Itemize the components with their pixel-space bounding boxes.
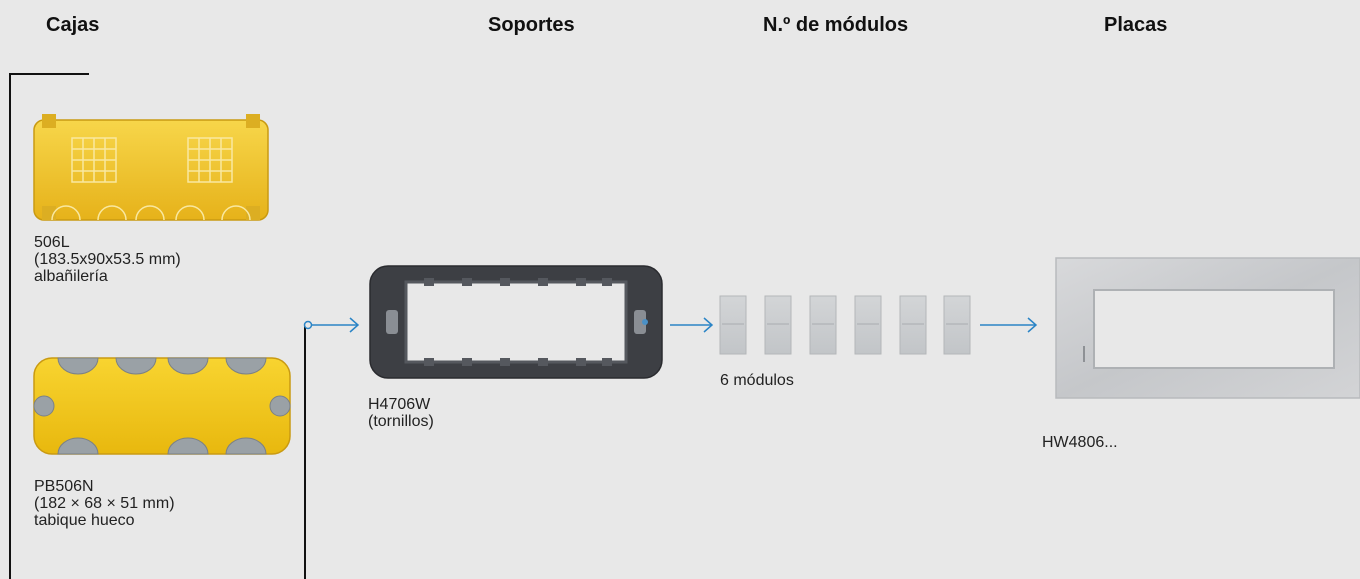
bracket-left-line xyxy=(9,73,11,579)
column-header-modulos: N.º de módulos xyxy=(763,14,909,36)
drywall-box-image xyxy=(33,357,291,455)
box-506l-use: albañilería xyxy=(34,268,108,285)
arrow-boxes-to-support-icon xyxy=(303,317,360,333)
column-header-placas: Placas xyxy=(1104,14,1168,36)
module-tiles xyxy=(719,295,971,355)
module-tile xyxy=(943,295,971,355)
module-tile xyxy=(809,295,837,355)
box-506l-dims: (183.5x90x53.5 mm) xyxy=(34,251,181,268)
support-caption: H4706W (tornillos) xyxy=(368,396,434,430)
box-pb506n-use: tabique hueco xyxy=(34,512,135,529)
bracket-top-line xyxy=(9,73,89,75)
module-tile xyxy=(719,295,747,355)
box-pb506n-code: PB506N xyxy=(34,478,94,495)
arrow-modules-to-plate-icon xyxy=(980,317,1038,333)
bracket-right-line xyxy=(304,325,306,579)
box-506l-caption: 506L (183.5x90x53.5 mm) albañilería xyxy=(34,234,181,285)
module-tile xyxy=(899,295,927,355)
box-pb506n-dims: (182 × 68 × 51 mm) xyxy=(34,495,175,512)
support-frame-image xyxy=(369,265,663,379)
modules-caption: 6 módulos xyxy=(720,372,794,389)
plate-caption: HW4806... xyxy=(1042,434,1118,451)
module-tile xyxy=(854,295,882,355)
support-code: H4706W xyxy=(368,396,431,413)
support-note: (tornillos) xyxy=(368,413,434,430)
arrow-support-to-modules-icon xyxy=(670,317,714,333)
box-506l-code: 506L xyxy=(34,234,70,251)
column-header-cajas: Cajas xyxy=(46,14,100,36)
cover-plate-image xyxy=(1055,257,1360,399)
masonry-box-image xyxy=(33,114,269,221)
module-tile xyxy=(764,295,792,355)
modules-image xyxy=(719,295,971,355)
box-pb506n-caption: PB506N (182 × 68 × 51 mm) tabique hueco xyxy=(34,478,175,529)
column-header-soportes: Soportes xyxy=(488,14,575,36)
